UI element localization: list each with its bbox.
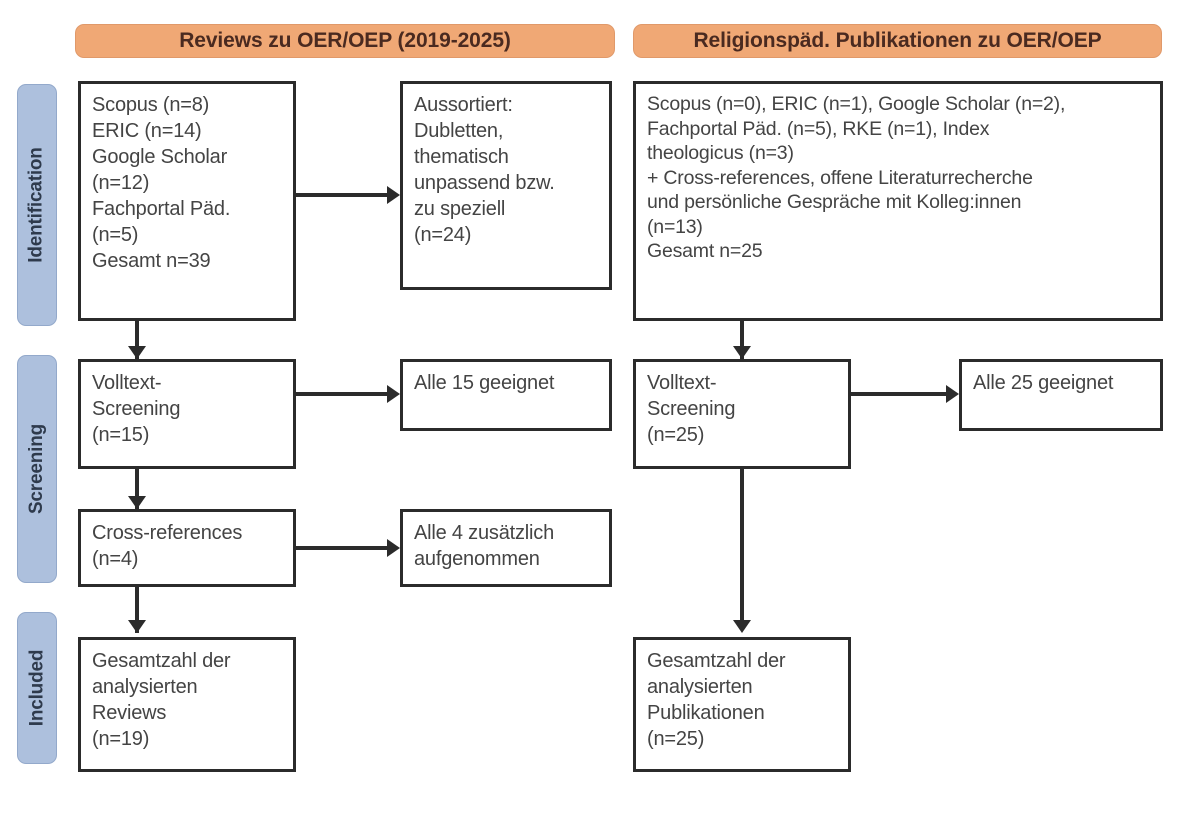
connector-left-ident-to-screening: [135, 321, 139, 359]
arrowhead-right-ident-to-screening: [733, 346, 751, 359]
right-screening-result-box: Alle 25 geeignet: [959, 359, 1163, 431]
arrowhead-left-ident-to-excluded: [387, 186, 400, 204]
left-crossrefs-box: Cross-references (n=4): [78, 509, 296, 587]
header-left-reviews: Reviews zu OER/OEP (2019-2025): [75, 24, 615, 58]
arrowhead-left-ident-to-screening: [128, 346, 146, 359]
right-screening-box: Volltext- Screening (n=25): [633, 359, 851, 469]
left-included-box: Gesamtzahl der analysierten Reviews (n=1…: [78, 637, 296, 772]
left-screening-box: Volltext- Screening (n=15): [78, 359, 296, 469]
header-right-publications: Religionspäd. Publikationen zu OER/OEP: [633, 24, 1162, 58]
connector-right-screening-to-included: [740, 469, 744, 621]
arrowhead-left-crossrefs-to-included: [128, 620, 146, 633]
arrowhead-right-screening-to-result: [946, 385, 959, 403]
stage-bar-screening: Screening: [17, 355, 57, 583]
left-crossrefs-result-box: Alle 4 zusätzlich aufgenommen: [400, 509, 612, 587]
connector-left-screening-to-result: [296, 392, 388, 396]
left-screening-result-box: Alle 15 geeignet: [400, 359, 612, 431]
connector-right-ident-to-screening: [740, 321, 744, 359]
arrowhead-left-screening-to-result: [387, 385, 400, 403]
connector-left-crossrefs-to-included: [135, 587, 139, 633]
stage-label-screening: Screening: [26, 423, 48, 515]
connector-left-ident-to-excluded: [296, 193, 388, 197]
connector-left-crossrefs-to-result: [296, 546, 388, 550]
stage-bar-identification: Identification: [17, 84, 57, 326]
stage-label-included: Included: [26, 649, 48, 727]
right-identification-box: Scopus (n=0), ERIC (n=1), Google Scholar…: [633, 81, 1163, 321]
left-excluded-box: Aussortiert: Dubletten, thematisch unpas…: [400, 81, 612, 290]
connector-left-screening-to-crossrefs: [135, 469, 139, 509]
right-included-box: Gesamtzahl der analysierten Publikatione…: [633, 637, 851, 772]
stage-label-identification: Identification: [26, 147, 48, 263]
stage-bar-included: Included: [17, 612, 57, 764]
arrowhead-right-screening-to-included: [733, 620, 751, 633]
arrowhead-left-crossrefs-to-result: [387, 539, 400, 557]
connector-right-screening-to-result: [851, 392, 947, 396]
left-identification-box: Scopus (n=8) ERIC (n=14) Google Scholar …: [78, 81, 296, 321]
arrowhead-left-screening-to-crossrefs: [128, 496, 146, 509]
